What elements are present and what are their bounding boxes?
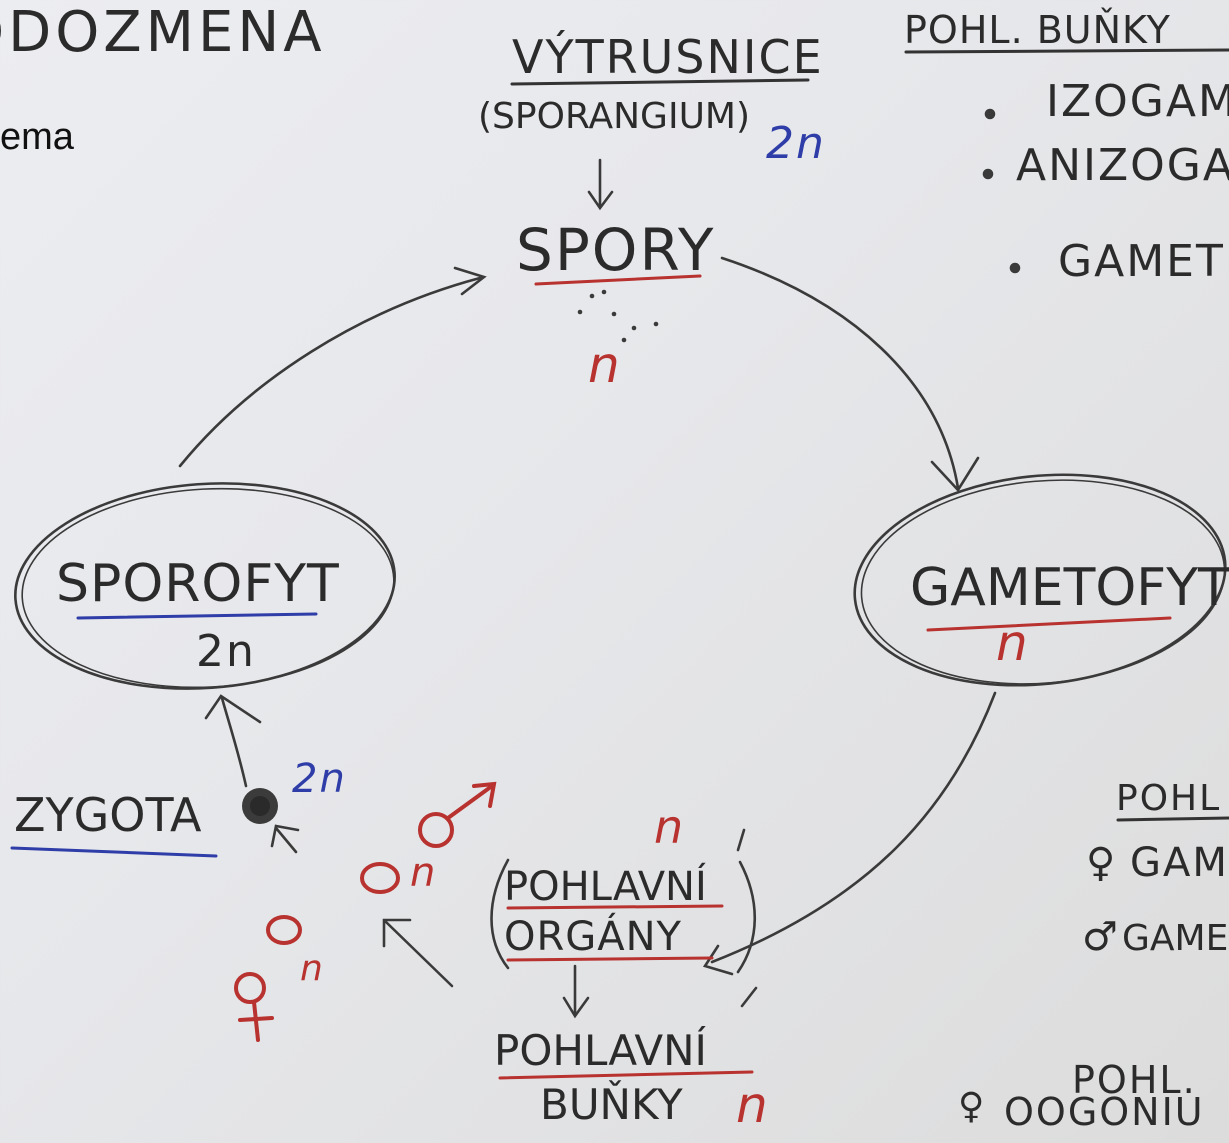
bullet-2 <box>982 168 994 180</box>
pohlavni-bunky-line1: POHLAVNÍ <box>494 1026 707 1075</box>
arrowhead-sporofyt <box>204 694 262 724</box>
right-header: POHL. BUŇKY <box>904 8 1171 52</box>
male-symbol-text: ♂ <box>1082 914 1120 960</box>
arrowhead-gametofyt <box>930 456 980 493</box>
gametofyt-label: GAMETOFYT <box>910 558 1229 618</box>
gametofyt-ploidy: n <box>996 614 1030 672</box>
arrowhead-bunky <box>562 996 590 1019</box>
female-symbol <box>234 972 274 1042</box>
right-list-item-2: ANIZOGA <box>1016 140 1229 191</box>
arrowhead-vytrusnice <box>587 190 614 211</box>
bottom-right-header: POHL. <box>1072 1058 1197 1102</box>
male-gamete-ploidy: n <box>410 850 438 896</box>
title-fragment: ODOZMENA <box>0 0 326 65</box>
spore-dots <box>577 289 659 343</box>
female-gam-label: GAM <box>1130 840 1229 886</box>
arrowhead-organy <box>702 944 734 976</box>
arrow-gametes-to-zygota <box>274 826 298 854</box>
female-symbol-text: ♀ <box>1086 840 1118 886</box>
zygota-label: ZYGOTA <box>14 788 202 842</box>
pohlavni-bunky-line2: BUŇKY <box>540 1080 683 1129</box>
spory-label: SPORY <box>516 216 716 284</box>
arrow-sporofyt-to-spory <box>178 276 482 468</box>
pohlavni-bunky-ploidy: n <box>736 1076 770 1134</box>
underline-bunky <box>498 1070 754 1080</box>
male-gam-label: GAME <box>1122 918 1229 959</box>
tick-mark-lower <box>740 986 758 1008</box>
organy-ploidy: n <box>654 800 686 854</box>
underline-sporofyt <box>76 612 318 620</box>
organy-paren-right <box>736 860 757 974</box>
arrow-zygota-to-sporofyt <box>220 696 248 788</box>
pohlavni-organy-line1: POHLAVNÍ <box>504 864 707 910</box>
bullet-3 <box>1009 262 1021 274</box>
arrow-gametofyt-to-organy <box>710 691 997 964</box>
oogonium-label: OOGONIU <box>1004 1090 1205 1134</box>
underline-organy-1 <box>506 904 724 910</box>
zygota-ploidy: 2n <box>292 756 347 802</box>
sporangium-label: (SPORANGIUM) <box>478 96 751 137</box>
sporofyt-label: SPOROFYT <box>56 554 340 614</box>
tick-mark-upper <box>736 828 746 852</box>
right-list-item-3: GAMET <box>1058 236 1225 287</box>
right-mid-header: POHL <box>1116 778 1222 819</box>
underline-gametofyt <box>926 616 1172 632</box>
underline-organy-2 <box>506 956 714 962</box>
sporangium-ploidy: 2n <box>766 118 826 169</box>
organy-paren-left <box>490 858 510 970</box>
pohlavni-organy-line2: ORGÁNY <box>504 914 682 960</box>
sporofyt-ellipse-outline <box>21 487 395 689</box>
bullet-1 <box>984 108 996 120</box>
schema-label: ema <box>0 116 74 158</box>
sporofyt-ellipse <box>14 482 396 690</box>
arrowhead-spory <box>453 266 487 296</box>
underline-right-header <box>904 48 1229 54</box>
spory-ploidy: n <box>588 336 622 394</box>
arrowhead-zygota <box>270 824 300 848</box>
arrowhead-gamete <box>382 918 412 948</box>
bottom-female-symbol: ♀ <box>958 1086 987 1127</box>
female-gamete-ploidy: n <box>300 948 325 989</box>
male-gamete-circle <box>360 862 400 894</box>
male-symbol <box>418 781 497 848</box>
underline-vytrusnice <box>510 78 810 86</box>
arrow-organy-to-gamete <box>384 920 454 988</box>
underline-zygota <box>10 846 218 858</box>
underline-spory <box>534 274 702 286</box>
arrow-spory-to-gametofyt <box>720 256 960 490</box>
right-list-item-1: IZOGAM <box>1046 76 1229 127</box>
vytrusnice-label: VÝTRUSNICE <box>512 30 824 84</box>
underline-right-mid <box>1116 816 1229 822</box>
sporofyt-ploidy: 2n <box>196 626 256 677</box>
female-gamete-circle <box>266 915 302 945</box>
gametofyt-ellipse-outline <box>860 479 1226 685</box>
